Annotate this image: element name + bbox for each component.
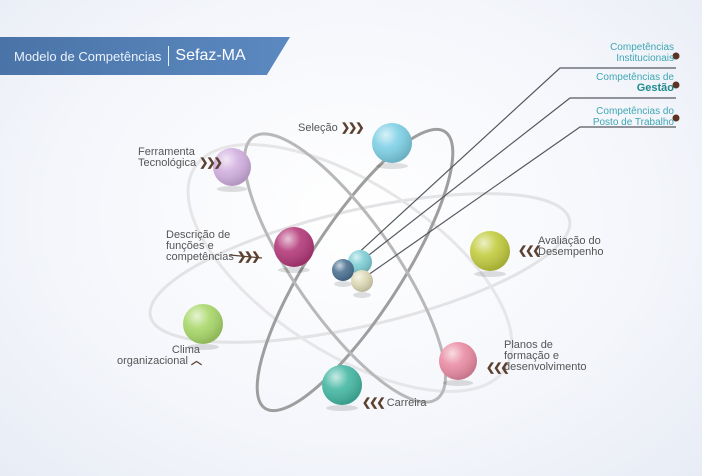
sphere-gloss [213, 148, 251, 186]
competency-line: Competências [610, 42, 674, 53]
sphere-gloss [372, 123, 412, 163]
label-text: Planos de [504, 339, 553, 351]
label-selecao: Seleção ❯❯❯ [298, 122, 365, 134]
competency-line: Posto de Trabalho [592, 117, 674, 128]
label-text: Clima [171, 344, 200, 356]
sphere-gloss [348, 250, 372, 274]
title-banner: Modelo de Competências Sefaz-MA [0, 37, 290, 75]
competency-gestao: Competências de Gestão [596, 72, 674, 94]
label-text: Seleção [298, 122, 338, 134]
sphere-selecao [372, 123, 412, 169]
label-planos: ❮❮❮ Planos de formação e desenvolvimento [486, 339, 587, 374]
sphere-shadow [474, 271, 506, 277]
sphere-clima [183, 304, 223, 350]
label-descricao: Descrição de funções e competências ❯❯❯ [166, 229, 261, 263]
label-text: organizacional [117, 355, 188, 367]
orbit-ring [243, 132, 447, 404]
sphere-gloss [332, 259, 354, 281]
orbit-ring [186, 143, 514, 393]
sphere-ferramenta [213, 148, 251, 192]
sphere-shadow [187, 344, 219, 350]
sphere-shadow [326, 405, 358, 411]
sphere-shadow [334, 281, 352, 287]
chevron-left-icon: ❮❮❮ [362, 397, 386, 409]
competency-line: Institucionais [616, 53, 674, 64]
label-text: desenvolvimento [504, 361, 587, 373]
sphere-gloss [351, 270, 373, 292]
label-text: Carreira [386, 397, 427, 409]
core-sphere-posto [351, 270, 373, 298]
label-text: funções e [166, 240, 214, 252]
core-sphere-central [332, 259, 354, 287]
competency-line: Gestão [636, 82, 674, 94]
leader-dot [672, 114, 680, 122]
label-text: Desempenho [538, 246, 604, 258]
sphere-carreira [322, 365, 362, 411]
sphere-descricao [274, 227, 314, 273]
chevron-right-icon: ❯❯❯ [199, 157, 223, 169]
orbit-ring [255, 127, 455, 413]
competency-line: Competências de [596, 72, 674, 83]
sphere-shadow [216, 186, 248, 192]
label-carreira: ❮❮❮ Carreira [362, 398, 426, 409]
label-text: Ferramenta [138, 146, 195, 158]
leader-line [357, 126, 676, 283]
sphere-shadow [353, 292, 371, 298]
sphere-gloss [274, 227, 314, 267]
sphere-planos [439, 342, 477, 386]
chevron-right-icon: ❯❯❯ [340, 122, 365, 134]
sphere-gloss [470, 231, 510, 271]
label-text: Descrição de [166, 229, 231, 241]
sphere-shadow [442, 380, 474, 386]
chevron-right-icon: ❯❯❯ [236, 251, 261, 263]
leader-line [359, 97, 676, 263]
label-text: competências [166, 251, 234, 263]
chevron-left-icon: ❮❮❮ [486, 362, 510, 374]
sphere-avaliacao [470, 231, 510, 277]
label-text: Tecnológica [138, 157, 197, 169]
label-clima: Clima organizacional ︿ [106, 344, 202, 367]
competency-posto: Competências do Posto de Trabalho [593, 106, 674, 128]
leader-dot [672, 81, 680, 89]
leader-dot [672, 52, 680, 60]
sphere-gloss [439, 342, 477, 380]
sphere-shadow [278, 267, 310, 273]
title-divider [168, 46, 170, 66]
label-avaliacao: ❮❮❮ Avaliação do Desempenho [518, 236, 603, 258]
model-title: Modelo de Competências [14, 48, 162, 64]
sphere-gloss [183, 304, 223, 344]
chevron-up-icon: ︿ [191, 355, 202, 367]
leader-line [229, 254, 263, 259]
sphere-shadow [376, 163, 408, 169]
label-text: formação e [504, 350, 560, 362]
org-name: Sefaz-MA [175, 47, 246, 64]
sphere-gloss [322, 365, 362, 405]
leader-line [341, 67, 676, 269]
competency-institucionais: Competências Institucionais [610, 42, 674, 64]
label-ferramenta: Ferramenta Tecnológica ❯❯❯ [138, 146, 223, 169]
competency-line: Competências do [596, 106, 674, 117]
label-text: Avaliação do [538, 235, 601, 247]
chevron-left-icon: ❮❮❮ [518, 245, 542, 257]
